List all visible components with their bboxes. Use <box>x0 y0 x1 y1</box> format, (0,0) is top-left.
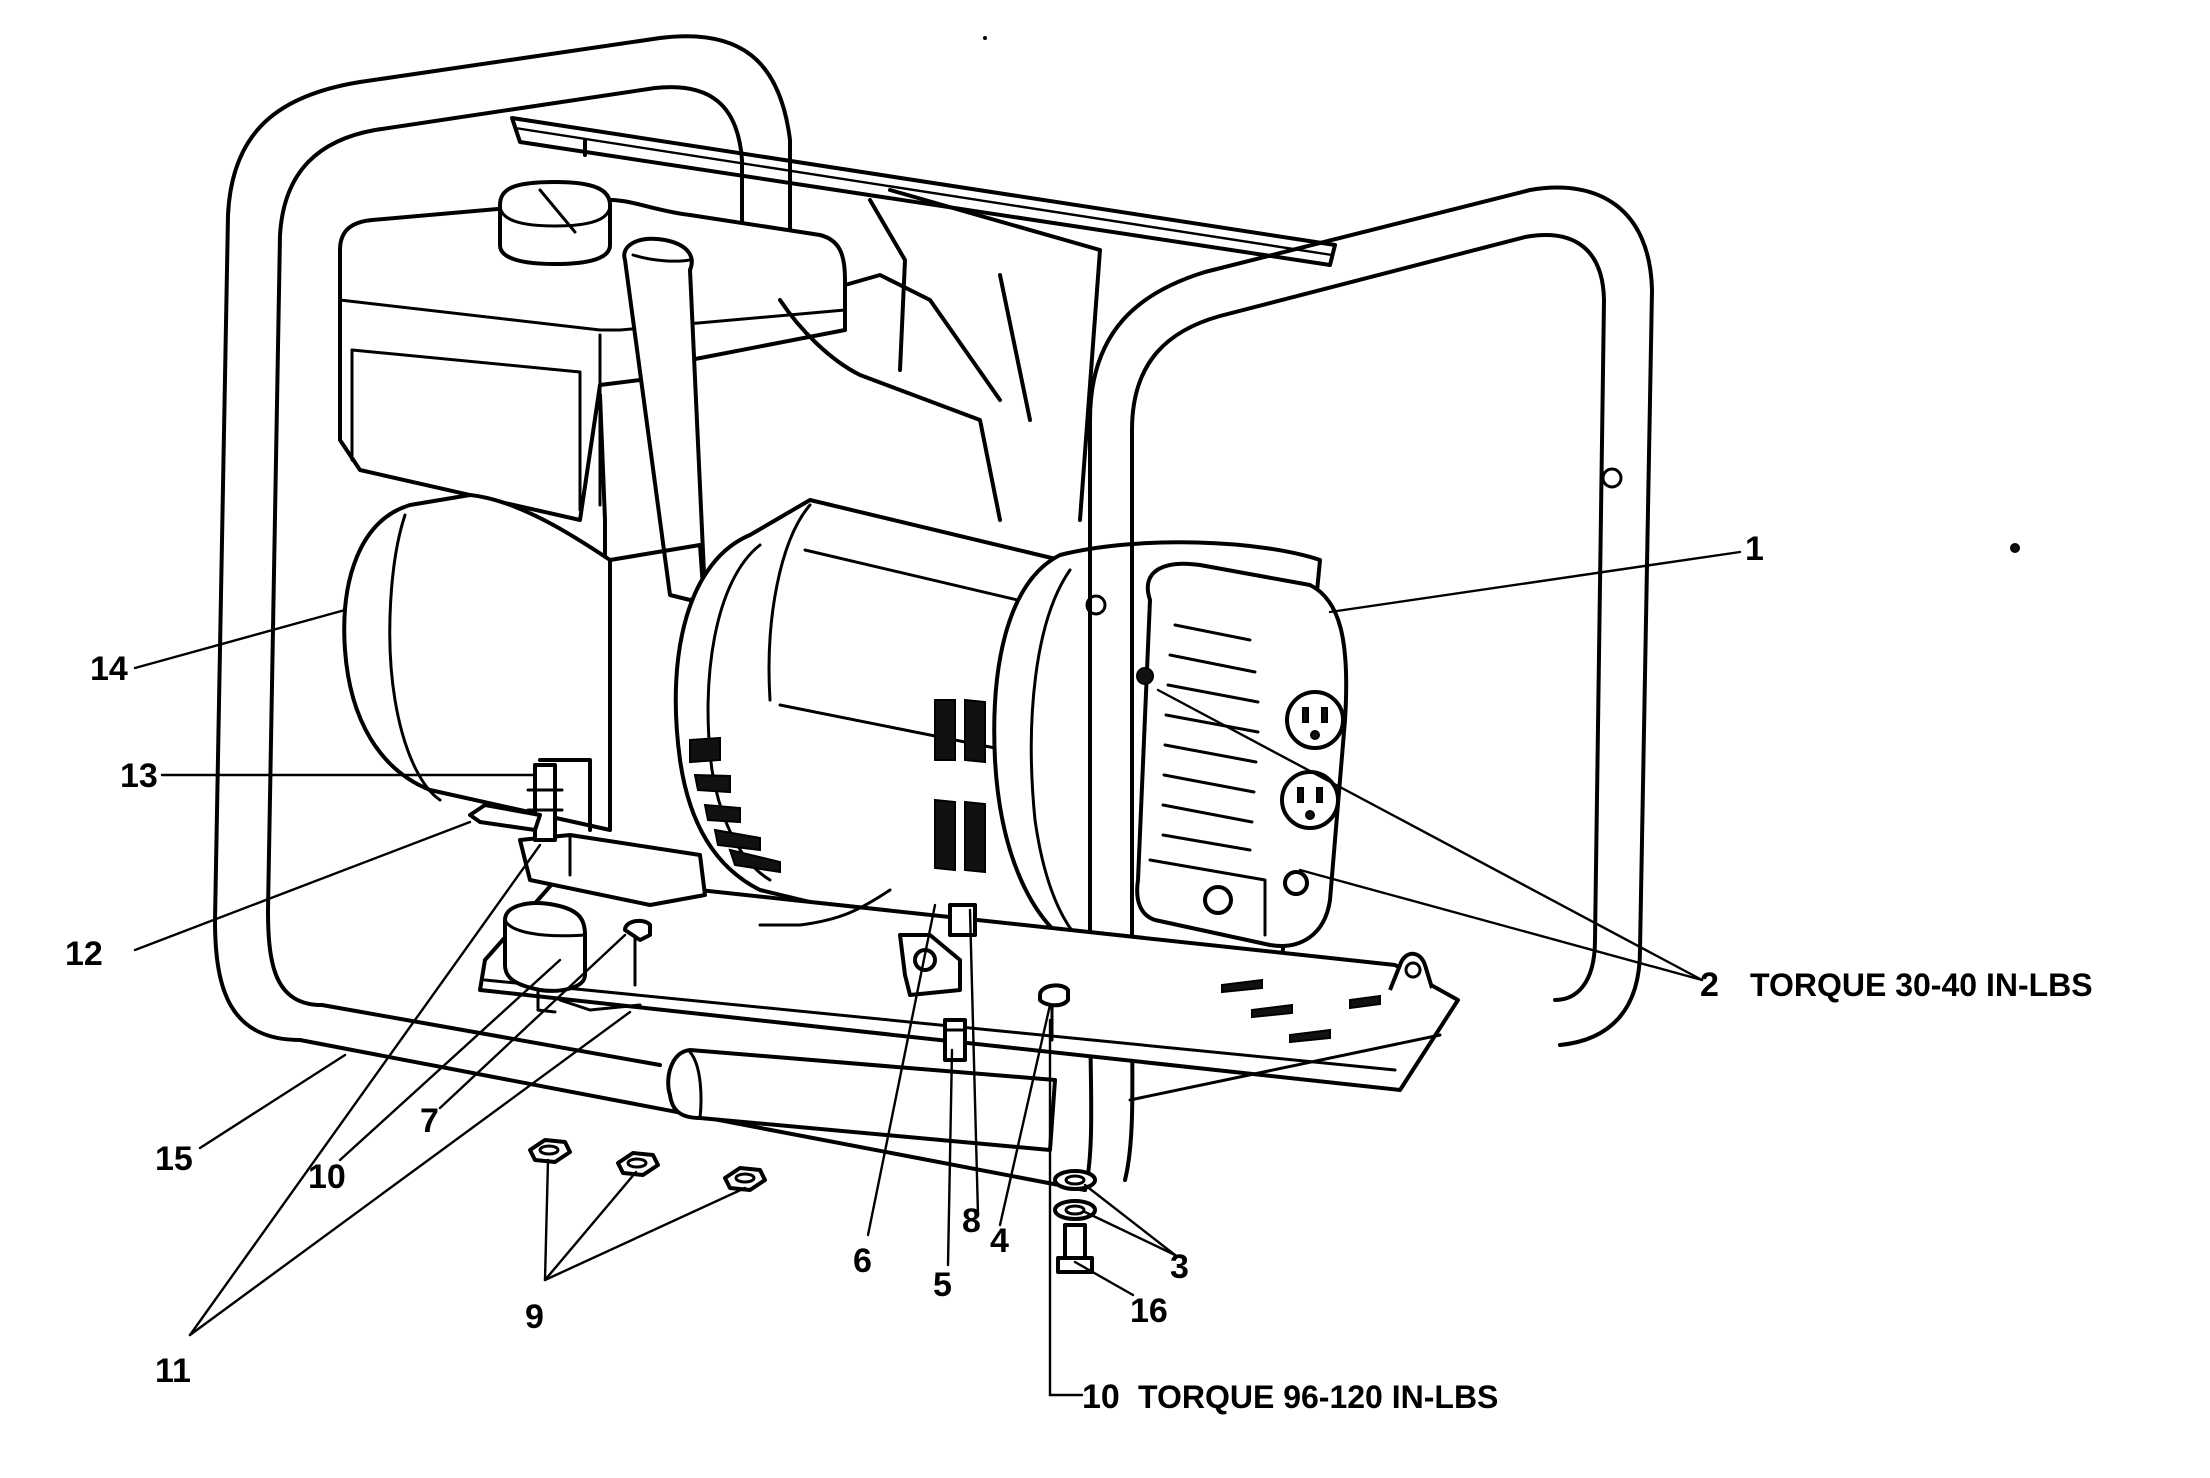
callout-15: 15 <box>155 1140 193 1178</box>
leader-lines <box>133 550 1742 1397</box>
louvres-icon <box>1161 623 1260 852</box>
callout-9: 9 <box>525 1298 544 1336</box>
callout-2: 2 <box>1700 966 1719 1004</box>
rear-frame-icon <box>213 34 792 1042</box>
top-rail-icon <box>510 116 1337 267</box>
callout-14: 14 <box>90 650 128 688</box>
base-cradle-icon <box>298 763 1460 1192</box>
torque-note-2: TORQUE 30-40 IN-LBS <box>1750 967 2093 1003</box>
stator-vents-icon <box>689 698 986 874</box>
callout-1: 1 <box>1745 530 1764 568</box>
callout-5: 5 <box>933 1266 952 1304</box>
callout-6: 6 <box>853 1242 872 1280</box>
callout-labels: 1 2 TORQUE 30-40 IN-LBS 3 4 5 6 7 8 9 10… <box>65 530 2093 1416</box>
callout-12: 12 <box>65 935 103 973</box>
callout-11: 11 <box>155 1352 191 1390</box>
callout-13: 13 <box>120 757 158 795</box>
callout-10b: 10 <box>1082 1378 1120 1416</box>
callout-4: 4 <box>990 1222 1009 1260</box>
callout-8: 8 <box>962 1202 981 1240</box>
torque-note-10: TORQUE 96-120 IN-LBS <box>1138 1379 1498 1415</box>
loose-hardware-icon <box>528 36 2020 1274</box>
alternator-icon <box>673 498 1349 982</box>
callout-10a: 10 <box>308 1158 346 1196</box>
callout-7: 7 <box>420 1102 439 1140</box>
callout-16: 16 <box>1130 1292 1168 1330</box>
callout-3: 3 <box>1170 1248 1189 1286</box>
engine-icon <box>338 180 1102 832</box>
